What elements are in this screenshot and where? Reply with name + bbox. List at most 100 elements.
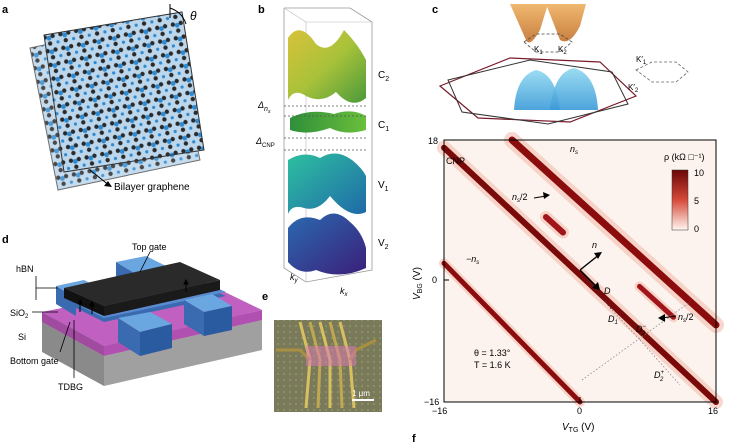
top-gate-front (64, 288, 104, 316)
d1-label: D1 (608, 314, 618, 326)
guide-line (639, 339, 681, 386)
panel-c-letter: c (432, 4, 438, 16)
theta-label: θ (190, 9, 197, 23)
k1-label: K1 (534, 45, 543, 56)
si-label: Si (18, 332, 26, 342)
band-label-v1: V1 (378, 180, 389, 193)
guide-line (579, 269, 613, 311)
tdbg-label: TDBG (58, 382, 83, 392)
top-gate-label: Top gate (132, 242, 167, 252)
y-tick-label-zero: 0 (432, 275, 437, 285)
bbox-edge (283, 7, 307, 23)
sio2-front (42, 312, 104, 356)
ridge-n_s/2 (543, 214, 566, 236)
band-v1-surface (288, 153, 366, 214)
ns-half-arrowhead (543, 192, 550, 199)
band-label-v2: V2 (378, 238, 389, 251)
panel-a-letter: a (2, 4, 9, 16)
ns-half-label: ns/2 (512, 192, 528, 204)
ridge-D_2^− (637, 283, 676, 320)
panel-f-letter: f (412, 433, 416, 445)
ridge-−n_s (441, 260, 583, 405)
panel-e-letter: e (262, 291, 268, 303)
panel-c: c K1 K2 K′1 K′2 (432, 4, 689, 125)
contact-block (56, 286, 76, 316)
colorbar-tick-10: 10 (694, 168, 704, 178)
d-arrow-label: D (604, 286, 611, 296)
k2-label: K2 (558, 45, 567, 56)
bottom-gate-label: Bottom gate (10, 356, 59, 366)
panel-d-letter: d (2, 234, 9, 246)
x-tick-label-zero: 0 (577, 406, 582, 416)
guide-line (581, 301, 691, 381)
cone-bottom-right (550, 68, 598, 110)
y-tick-label-min: −16 (424, 397, 439, 407)
bottom-gate-pointer (59, 321, 71, 353)
top-gate (64, 262, 220, 306)
field-arrows (77, 278, 189, 314)
n-arrowhead (594, 252, 602, 259)
si-substrate-side (104, 320, 262, 386)
ns-label: ns (570, 144, 578, 156)
sio2-label: SiO2 (10, 308, 29, 320)
ns-half-right-arrowhead (658, 314, 665, 322)
ridge-CNP (441, 144, 719, 405)
heatmap-features (437, 132, 724, 409)
theta-arc (169, 7, 187, 25)
x-tick-label-min: −16 (432, 406, 447, 416)
top-graphene-layer (43, 11, 205, 173)
bbox-edges (283, 7, 373, 283)
scale-label: 1 μm (352, 389, 370, 398)
x-axis-label: VTG (V) (562, 422, 595, 434)
colorbar-tick-0: 0 (694, 224, 699, 234)
bilayer-caption: Bilayer graphene (114, 182, 190, 193)
k2p-label: K′2 (628, 83, 639, 94)
contact-block (118, 318, 140, 356)
band-c1-surface (290, 111, 366, 133)
panel-e: e 1 μm (262, 291, 382, 412)
cone-top-right (546, 4, 586, 42)
top-gate-side (104, 280, 220, 316)
delta-cnp-label: ΔCNP (255, 136, 275, 149)
ky-label: ky (290, 272, 299, 284)
mini-bz-right (635, 61, 689, 83)
colorbar-tick-5: 5 (694, 196, 699, 206)
neg-ns-label: −ns (466, 254, 479, 266)
band-label-c2: C2 (378, 70, 389, 83)
contact-block (140, 324, 172, 356)
y-axis-label: VBG (V) (412, 267, 424, 300)
theta-text: θ = 1.33° (474, 348, 511, 358)
panel-b-letter: b (258, 4, 265, 16)
colorbar-label: ρ (kΩ □⁻¹) (664, 152, 705, 162)
kx-label: kx (340, 286, 349, 298)
top-gate-pointer (139, 251, 151, 273)
band-v2-surface (288, 213, 366, 275)
x-tick-label-max: 16 (708, 406, 718, 416)
bilayer-arrowhead (104, 181, 112, 187)
n-arrow-label: n (592, 240, 597, 250)
mini-bz (523, 33, 573, 53)
band-c2-surface (288, 30, 366, 103)
bz-hexagon-1 (438, 57, 638, 123)
temp-text: T = 1.6 K (474, 360, 511, 370)
ridge-n_s (508, 136, 720, 329)
d-arrowhead (592, 282, 600, 290)
contact-block (184, 300, 204, 336)
d2p-label: D+2 (654, 370, 665, 383)
contact-block (204, 306, 232, 336)
panel-d: d Top gate hBN (2, 234, 262, 392)
y-tick-label-max: 18 (428, 136, 438, 146)
k1p-label: K′1 (636, 55, 647, 66)
colorbar (671, 169, 689, 231)
micrograph-sample (306, 346, 356, 366)
ns-half-right-label: ns/2 (678, 312, 694, 324)
panel-b: b Δns ΔCNP C2 C1 V1 V2 ky kx (255, 4, 389, 298)
cone-top-left (510, 4, 548, 43)
panel-f: f n D CNP ns ns/2 −ns D1 D−2 D+2 ns/2 θ … (412, 132, 724, 445)
panel-a: a θ Bilayer graphene (2, 4, 205, 193)
d2m-label: D−2 (636, 324, 647, 337)
delta-ns-label: Δns (257, 100, 271, 115)
band-label-c1: C1 (378, 120, 389, 133)
cnp-label: CNP (446, 156, 465, 166)
